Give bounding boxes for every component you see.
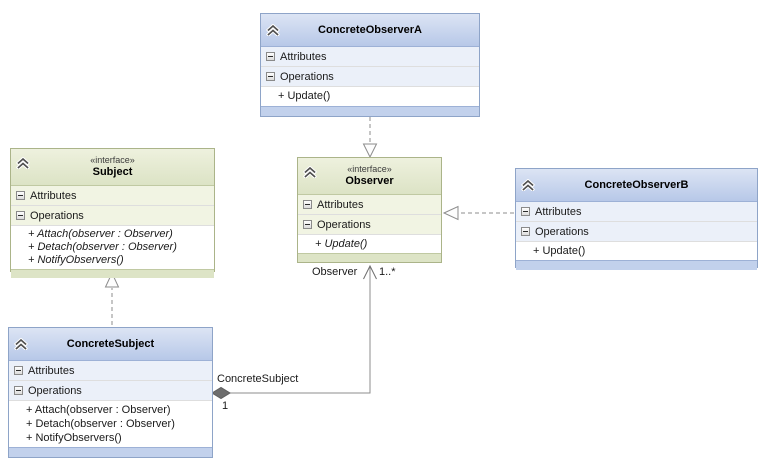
operations-compartment[interactable]: Operations	[516, 222, 757, 242]
hollow-triangle-arrowhead-icon	[362, 143, 378, 159]
compartment-label: Operations	[280, 70, 334, 83]
operations-list: + Update()	[261, 87, 479, 105]
operations-compartment[interactable]: Operations	[298, 215, 441, 235]
class-concreteobserverb[interactable]: ConcreteObserverB Attributes Operations …	[515, 168, 758, 270]
class-subject[interactable]: «interface» Subject Attributes Operation…	[10, 148, 215, 278]
compartment-label: Operations	[317, 218, 371, 231]
open-arrowhead-icon	[363, 264, 377, 280]
compartment-label: Attributes	[280, 50, 327, 63]
class-footer	[261, 106, 479, 116]
collapse-minus-icon[interactable]	[303, 220, 312, 229]
class-observer[interactable]: «interface» Observer Attributes Operatio…	[297, 157, 442, 263]
realization-connector-concreteobserverb-observer[interactable]	[442, 205, 514, 221]
association-line	[230, 266, 371, 394]
collapse-minus-icon[interactable]	[266, 52, 275, 61]
hollow-triangle-arrowhead-icon	[104, 271, 120, 288]
collapse-chevron-icon[interactable]	[302, 165, 318, 180]
collapse-minus-icon[interactable]	[16, 191, 25, 200]
operation-item[interactable]: + Detach(observer : Observer)	[28, 241, 177, 253]
operation-item[interactable]: + Update()	[533, 245, 586, 257]
collapse-minus-icon[interactable]	[521, 207, 530, 216]
operation-item[interactable]: + Attach(observer : Observer)	[28, 228, 173, 240]
stereotype-label: «interface»	[90, 155, 135, 165]
operation-item[interactable]: + NotifyObservers()	[26, 432, 122, 444]
association-target-multiplicity-label: 1..*	[379, 266, 396, 278]
class-header[interactable]: «interface» Subject	[11, 149, 214, 186]
collapse-minus-icon[interactable]	[266, 72, 275, 81]
operations-compartment[interactable]: Operations	[9, 381, 212, 401]
class-footer	[516, 260, 757, 270]
realization-connector-concretesubject-subject[interactable]	[104, 271, 120, 325]
operation-item[interactable]: + NotifyObservers()	[28, 254, 124, 266]
compartment-label: Operations	[535, 225, 589, 238]
realization-connector-concreteobservera-observer[interactable]	[362, 117, 378, 159]
compartment-label: Attributes	[28, 364, 75, 377]
collapse-minus-icon[interactable]	[303, 200, 312, 209]
class-title: ConcreteObserverB	[584, 178, 689, 191]
collapse-chevron-icon[interactable]	[15, 156, 31, 171]
compartment-label: Attributes	[30, 189, 77, 202]
attributes-compartment[interactable]: Attributes	[298, 195, 441, 215]
aggregation-connector-concretesubject-observer[interactable]	[211, 264, 377, 400]
operation-item[interactable]: + Update()	[315, 238, 368, 250]
collapse-minus-icon[interactable]	[14, 386, 23, 395]
class-footer	[11, 269, 214, 278]
class-header[interactable]: «interface» Observer	[298, 158, 441, 195]
collapse-chevron-icon[interactable]	[13, 337, 29, 352]
class-title: ConcreteObserverA	[318, 23, 422, 36]
operations-compartment[interactable]: Operations	[11, 206, 214, 226]
collapse-chevron-icon[interactable]	[265, 23, 281, 38]
association-target-role-label: Observer	[312, 266, 358, 278]
collapse-minus-icon[interactable]	[14, 366, 23, 375]
class-title: ConcreteSubject	[66, 337, 155, 350]
class-title: Subject	[92, 166, 133, 178]
operation-item[interactable]: + Detach(observer : Observer)	[26, 418, 175, 430]
compartment-label: Attributes	[317, 198, 364, 211]
attributes-compartment[interactable]: Attributes	[11, 186, 214, 206]
operations-list: + Update()	[516, 242, 757, 260]
compartment-label: Operations	[28, 384, 82, 397]
operation-item[interactable]: + Attach(observer : Observer)	[26, 404, 171, 416]
collapse-chevron-icon[interactable]	[520, 178, 536, 193]
operations-list: + Attach(observer : Observer) + Detach(o…	[11, 226, 214, 269]
collapse-minus-icon[interactable]	[521, 227, 530, 236]
collapse-minus-icon[interactable]	[16, 211, 25, 220]
class-footer	[298, 253, 441, 262]
hollow-triangle-arrowhead-icon	[442, 205, 459, 221]
operations-list: + Update()	[298, 235, 441, 253]
association-source-role-label: ConcreteSubject	[217, 373, 299, 385]
association-source-multiplicity-label: 1	[222, 400, 229, 412]
class-footer	[9, 447, 212, 457]
class-title: Observer	[345, 175, 394, 187]
stereotype-label: «interface»	[347, 164, 392, 174]
operations-list: + Attach(observer : Observer) + Detach(o…	[9, 401, 212, 447]
operation-item[interactable]: + Update()	[278, 90, 331, 102]
operations-compartment[interactable]: Operations	[261, 67, 479, 87]
class-concreteobservera[interactable]: ConcreteObserverA Attributes Operations …	[260, 13, 480, 117]
aggregation-diamond-icon	[211, 386, 231, 400]
class-header[interactable]: ConcreteSubject	[9, 328, 212, 361]
attributes-compartment[interactable]: Attributes	[261, 47, 479, 67]
compartment-label: Operations	[30, 209, 84, 222]
class-concretesubject[interactable]: ConcreteSubject Attributes Operations + …	[8, 327, 213, 458]
compartment-label: Attributes	[535, 205, 582, 218]
attributes-compartment[interactable]: Attributes	[9, 361, 212, 381]
attributes-compartment[interactable]: Attributes	[516, 202, 757, 222]
class-header[interactable]: ConcreteObserverA	[261, 14, 479, 47]
class-header[interactable]: ConcreteObserverB	[516, 169, 757, 202]
